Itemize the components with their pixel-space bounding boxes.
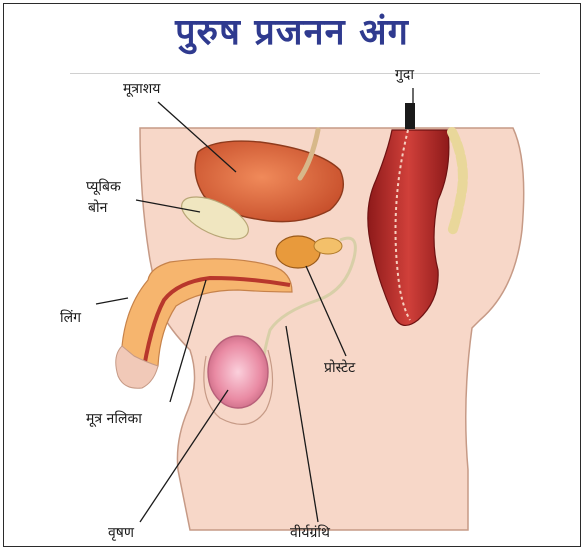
- label-penis: लिंग: [60, 309, 81, 327]
- label-pubic-bone-1: प्यूबिक: [86, 178, 121, 196]
- label-pubic-bone-2: बोन: [88, 199, 107, 217]
- label-testis: वृषण: [108, 524, 134, 542]
- label-urethra: मूत्र नलिका: [86, 410, 142, 428]
- testis: [208, 336, 268, 408]
- label-seminal-vesicle: वीर्यग्रंथि: [290, 524, 330, 542]
- label-anus: गुदा: [395, 66, 414, 84]
- seminal-vesicle-shape: [314, 238, 342, 254]
- label-bladder: मूत्राशय: [123, 80, 160, 98]
- prostate-gland: [276, 236, 320, 268]
- anus-marker: [405, 103, 415, 129]
- label-prostate: प्रोस्टेट: [324, 359, 355, 377]
